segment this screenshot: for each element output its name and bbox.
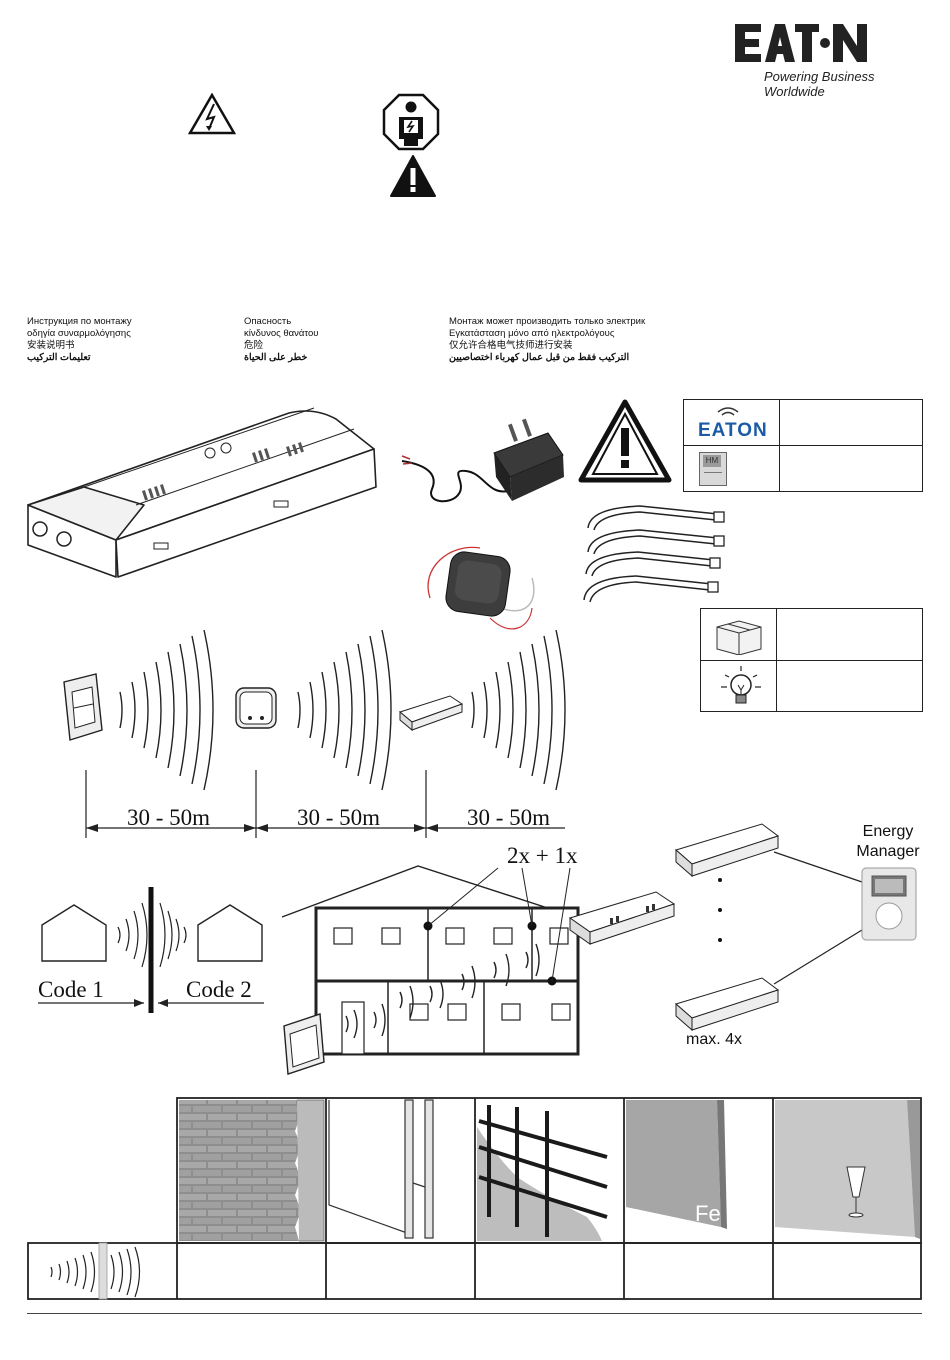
repeater-count-label: 2x + 1x	[507, 843, 578, 868]
fe-label: Fe	[695, 1201, 721, 1226]
max-receivers-label: max. 4x	[686, 1031, 743, 1048]
electrician-only-icon	[382, 93, 440, 151]
receiver-small-icon	[674, 823, 780, 878]
receiver-small-icon	[568, 891, 676, 945]
language-column-2: Опасность κίνδυνος θανάτου 危险 خطر على ال…	[244, 316, 424, 364]
system-legend-table: EATON HM	[683, 399, 923, 492]
lang-text: Опасность	[244, 316, 292, 327]
receiver-small-icon	[674, 977, 780, 1032]
cable-ties-illustration	[580, 500, 730, 605]
code-separation-diagram	[34, 885, 269, 1015]
mini-actuator-illustration	[420, 538, 540, 638]
glass-panel-icon	[775, 1100, 920, 1239]
energy-manager-line2: Manager	[856, 843, 920, 860]
lang-text: تعليمات التركيب	[27, 352, 91, 363]
electrical-hazard-icon	[188, 93, 236, 135]
lang-text: οδηγία συναρμολόγησης	[27, 328, 131, 339]
reinforced-concrete-icon	[477, 1105, 608, 1241]
lang-text: 危险	[244, 340, 264, 351]
energy-manager-diagram	[670, 820, 920, 1045]
receiver-small-icon	[398, 695, 464, 732]
language-column-1: Инструкция по монтажу οδηγία συναρμολόγη…	[27, 316, 227, 364]
lang-text: خطر على الحياة	[244, 352, 308, 363]
power-adapter-illustration	[398, 415, 568, 525]
lang-text: Εγκατάσταση μόνο από ηλεκτρολόγους	[449, 328, 615, 339]
energy-manager-label: Energy Manager	[852, 822, 924, 862]
eaton-logo: Powering Business Worldwide	[733, 22, 923, 99]
contents-legend-table	[700, 608, 923, 712]
metal-sheet-icon	[626, 1100, 727, 1229]
hm-label: HM	[703, 455, 721, 467]
eaton-wireless-icon	[698, 404, 764, 442]
code-1-label: Code 1	[38, 977, 104, 1002]
range-label-1: 30 - 50m	[127, 805, 211, 830]
wireless-range-diagram	[40, 630, 600, 845]
eaton-brand-label: EATON	[698, 420, 768, 441]
general-warning-icon	[389, 154, 437, 198]
lang-text: Инструкция по монтажу	[27, 316, 132, 327]
language-column-3: Монтаж может производить только электрик…	[449, 316, 709, 364]
footer-divider	[27, 1313, 922, 1314]
signal-through-wall-icon	[50, 1242, 141, 1300]
package-icon	[713, 615, 765, 655]
receiver-device-illustration	[24, 405, 384, 585]
code-2-label: Code 2	[186, 977, 252, 1002]
range-label-2: 30 - 50m	[297, 805, 381, 830]
wood-panel-icon	[328, 1099, 434, 1239]
home-manager-icon: HM	[699, 452, 727, 486]
lang-text: κίνδυνος θανάτου	[244, 328, 319, 339]
lang-text: 仅允许合格电气技师进行安装	[449, 340, 573, 351]
wall-switch-icon	[283, 1013, 325, 1075]
caution-icon	[577, 398, 673, 484]
lang-text: التركيب فقط من قبل عمال كهرباء اختصاصيين	[449, 352, 630, 363]
light-bulb-icon	[719, 665, 763, 709]
house-installation-diagram	[270, 862, 690, 1087]
brand-tagline: Powering Business Worldwide	[764, 69, 875, 99]
lang-text: 安装说明书	[27, 340, 75, 351]
lang-text: Монтаж может производить только электрик	[449, 316, 646, 327]
brick-wall-icon	[179, 1099, 325, 1242]
energy-manager-device-icon	[861, 867, 917, 941]
materials-table: Fe	[27, 1097, 922, 1301]
eaton-wordmark-icon	[735, 24, 867, 62]
range-label-3: 30 - 50m	[467, 805, 551, 830]
wall-switch-icon	[63, 673, 103, 741]
actuator-icon	[235, 687, 277, 729]
energy-manager-line1: Energy	[862, 823, 914, 840]
